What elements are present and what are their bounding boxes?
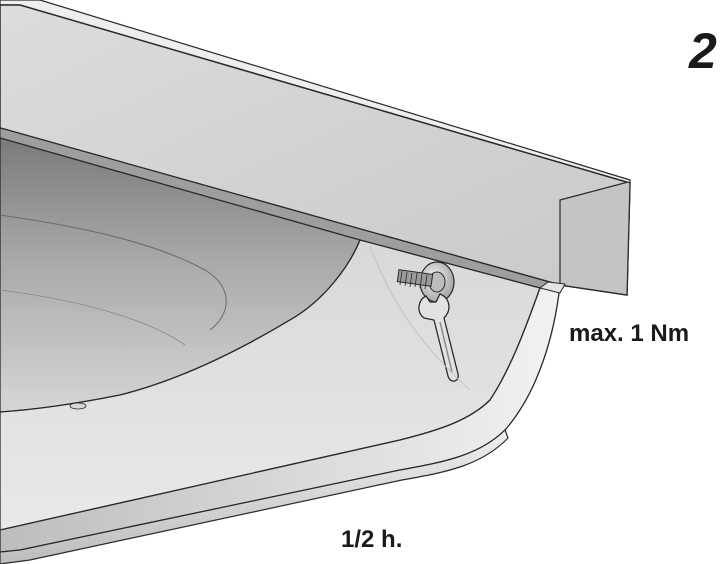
- torque-label: max. 1 Nm: [569, 320, 690, 347]
- screw-with-washer-icon: [396, 261, 455, 303]
- countertop-end-face: [559, 181, 631, 296]
- step-number: 2: [689, 23, 717, 79]
- clip-detail: [69, 402, 87, 410]
- basin-bottom-rim: [0, 428, 509, 564]
- time-label: 1/2 h.: [341, 526, 403, 553]
- flange-tab: [538, 281, 566, 294]
- wrench-icon: [418, 293, 459, 382]
